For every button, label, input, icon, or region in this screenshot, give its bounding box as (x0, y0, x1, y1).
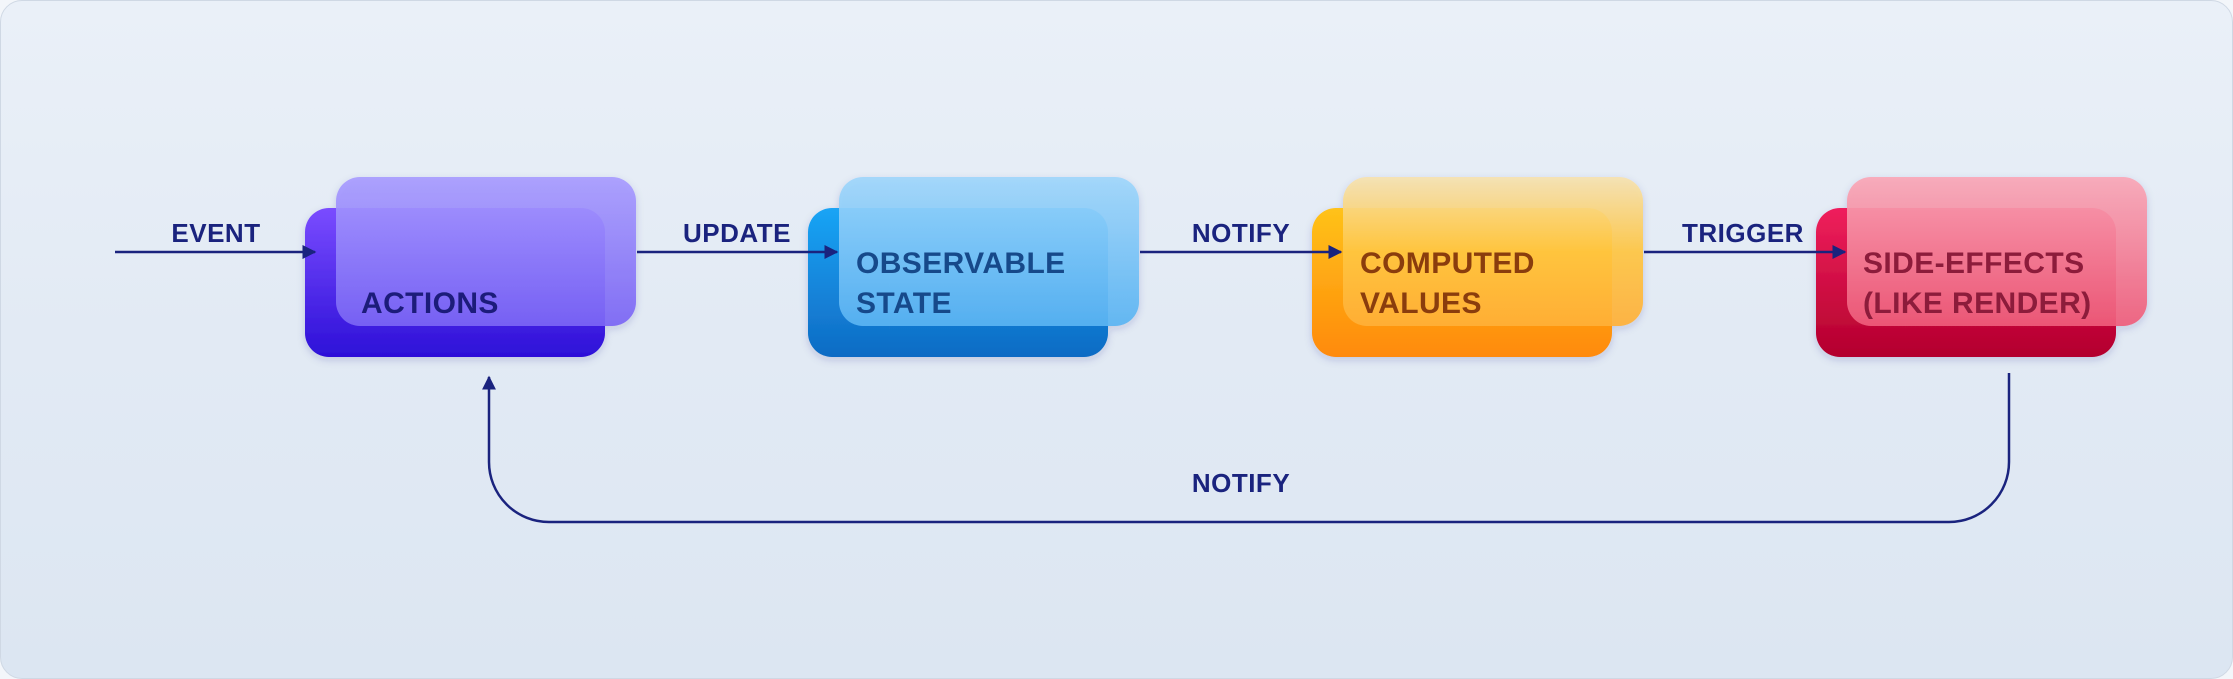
edge-labels: EVENT UPDATE NOTIFY TRIGGER NOTIFY (171, 218, 1804, 498)
trigger-label: TRIGGER (1682, 218, 1804, 248)
notify-back-label: NOTIFY (1192, 468, 1290, 498)
actions-label-line1: ACTIONS (361, 287, 499, 320)
svg-text:COMPUTED VALUES: COMPUTED VALUES (1360, 247, 1544, 320)
actions-node: ACTIONS (305, 177, 636, 357)
event-label: EVENT (171, 218, 260, 248)
computed-values-label-line2: VALUES (1360, 287, 1482, 320)
svg-text:OBSERVABLE STATE: OBSERVABLE STATE (856, 247, 1074, 320)
svg-text:ACTIONS: ACTIONS (361, 287, 499, 320)
side-effects-label-line1: SIDE-EFFECTS (1863, 247, 2084, 280)
observable-state-node: OBSERVABLE STATE (808, 177, 1139, 357)
observable-state-label-line1: OBSERVABLE (856, 247, 1066, 280)
observable-state-label-line2: STATE (856, 287, 952, 320)
side-effects-node: SIDE-EFFECTS (LIKE RENDER) (1816, 177, 2147, 357)
edges (115, 245, 2011, 524)
computed-values-label-line1: COMPUTED (1360, 247, 1535, 280)
side-effects-label-line2: (LIKE RENDER) (1863, 287, 2092, 320)
notify-back-arrow (482, 373, 2011, 524)
svg-text:SIDE-EFFECTS (LIKE REN: SIDE-EFFECTS (LIKE RENDER) (1863, 247, 2093, 320)
update-label: UPDATE (683, 218, 791, 248)
notify-label: NOTIFY (1192, 218, 1290, 248)
computed-values-node: COMPUTED VALUES (1312, 177, 1643, 357)
